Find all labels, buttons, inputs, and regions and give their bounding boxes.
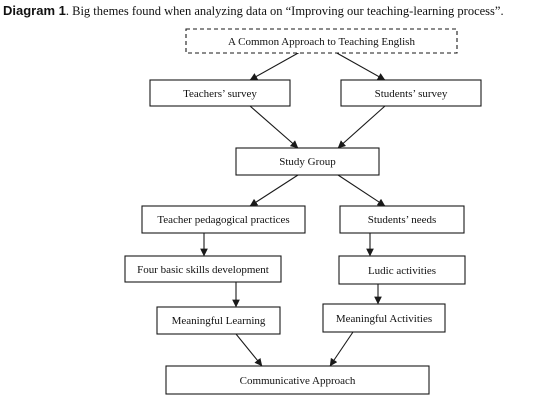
- node-teachers-survey-label: Teachers’ survey: [183, 88, 257, 100]
- edge-study-group-to-students-needs: [337, 174, 386, 207]
- edge-study-group-to-teacher-practices: [249, 174, 299, 207]
- edge-meaningful-learning-to-communicative: [235, 333, 263, 367]
- diagram-edges: [200, 51, 386, 367]
- caption-label: Diagram 1: [3, 3, 66, 18]
- diagram-caption: Diagram 1. Big themes found when analyzi…: [3, 3, 549, 19]
- node-students-survey: Students’ survey: [340, 79, 482, 107]
- node-ludic-activities-label: Ludic activities: [368, 265, 436, 277]
- edge-common-to-students-survey: [334, 51, 386, 81]
- node-teacher-pedagogical-practices-label: Teacher pedagogical practices: [157, 214, 289, 226]
- node-teachers-survey: Teachers’ survey: [149, 79, 291, 107]
- node-communicative-approach: Communicative Approach: [165, 365, 430, 395]
- edge-meaningful-activities-to-communicative: [329, 331, 354, 367]
- node-teacher-pedagogical-practices: Teacher pedagogical practices: [141, 205, 306, 234]
- node-four-basic-skills-label: Four basic skills development: [137, 264, 269, 276]
- edge-teachers-survey-to-study-group: [249, 105, 299, 149]
- node-students-survey-label: Students’ survey: [375, 88, 448, 100]
- node-meaningful-learning-label: Meaningful Learning: [172, 315, 266, 327]
- edge-students-survey-to-study-group: [337, 105, 386, 149]
- node-four-basic-skills: Four basic skills development: [124, 255, 282, 283]
- node-meaningful-activities: Meaningful Activities: [322, 303, 446, 333]
- node-students-needs-label: Students’ needs: [368, 214, 437, 226]
- node-communicative-approach-label: Communicative Approach: [240, 375, 356, 387]
- edge-common-to-teachers-survey: [249, 51, 301, 81]
- node-study-group-label: Study Group: [279, 156, 336, 168]
- node-ludic-activities: Ludic activities: [338, 255, 466, 285]
- node-common-approach: A Common Approach to Teaching English: [185, 28, 458, 54]
- node-common-approach-label: A Common Approach to Teaching English: [228, 36, 415, 48]
- node-students-needs: Students’ needs: [339, 205, 465, 234]
- node-study-group: Study Group: [235, 147, 380, 176]
- caption-text: . Big themes found when analyzing data o…: [65, 4, 504, 18]
- node-meaningful-activities-label: Meaningful Activities: [336, 313, 432, 325]
- node-meaningful-learning: Meaningful Learning: [156, 306, 281, 335]
